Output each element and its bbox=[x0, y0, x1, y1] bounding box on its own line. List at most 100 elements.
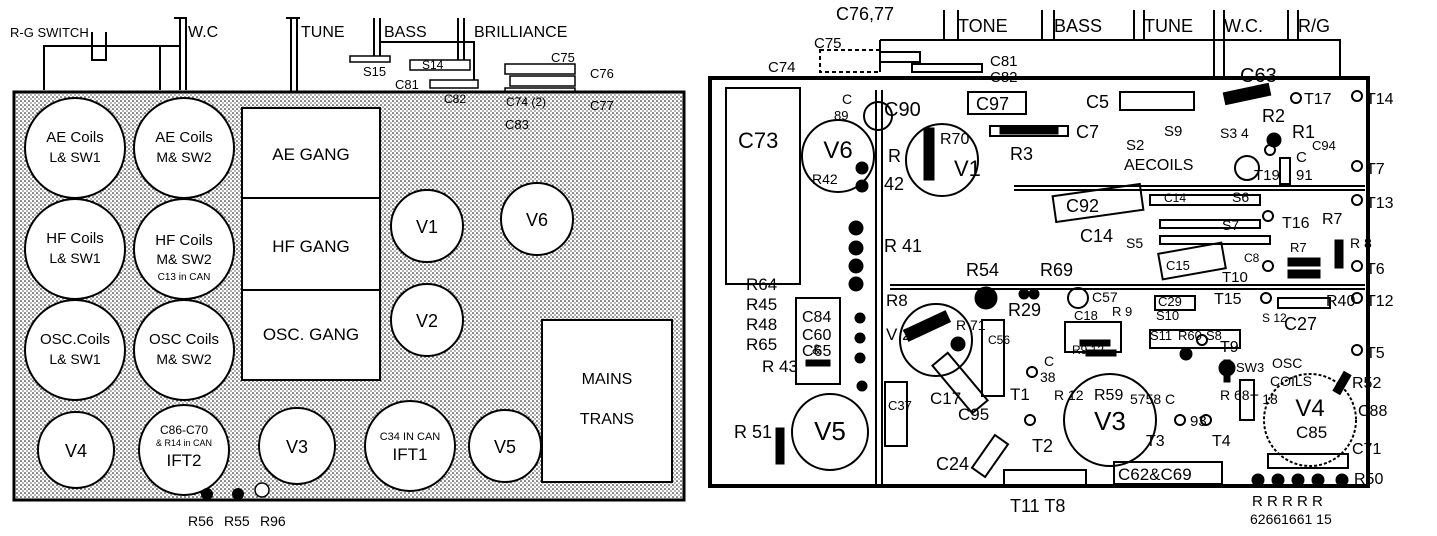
svg-text:S8: S8 bbox=[1206, 328, 1222, 343]
svg-text:T10: T10 bbox=[1222, 269, 1248, 286]
svg-text:C71: C71 bbox=[1352, 441, 1381, 458]
svg-text:C77: C77 bbox=[590, 98, 614, 113]
svg-text:89: 89 bbox=[834, 108, 848, 123]
svg-text:AECOILS: AECOILS bbox=[1124, 157, 1193, 174]
svg-text:C: C bbox=[1296, 149, 1307, 166]
svg-text:R: R bbox=[888, 146, 901, 166]
svg-text:V3: V3 bbox=[286, 437, 308, 457]
svg-text:S14: S14 bbox=[422, 58, 444, 72]
svg-text:R55: R55 bbox=[224, 513, 250, 529]
svg-text:C17: C17 bbox=[930, 389, 961, 408]
svg-text:C75: C75 bbox=[551, 50, 575, 65]
valve-v2 bbox=[390, 283, 464, 357]
svg-text:HF Coils: HF Coils bbox=[46, 230, 104, 247]
svg-text:R 71: R 71 bbox=[956, 317, 986, 333]
ift1-can bbox=[364, 400, 456, 492]
svg-text:T16: T16 bbox=[1282, 215, 1310, 232]
svg-text:T12: T12 bbox=[1366, 293, 1394, 310]
svg-text:C62&C69: C62&C69 bbox=[1118, 465, 1192, 484]
svg-text:R65: R65 bbox=[746, 335, 777, 354]
svg-text:R60: R60 bbox=[1178, 328, 1202, 343]
svg-text:C88: C88 bbox=[1358, 403, 1387, 420]
right-chassis-diagram bbox=[708, 10, 1370, 488]
svg-text:HF GANG: HF GANG bbox=[272, 237, 349, 256]
svg-text:C86-C70: C86-C70 bbox=[160, 423, 208, 437]
svg-text:C83: C83 bbox=[505, 117, 529, 132]
svg-text:R 9: R 9 bbox=[1112, 304, 1132, 319]
svg-text:AE GANG: AE GANG bbox=[272, 145, 349, 164]
svg-text:C65: C65 bbox=[802, 343, 831, 360]
svg-text:BASS: BASS bbox=[1054, 16, 1102, 36]
svg-text:T2: T2 bbox=[1032, 436, 1053, 456]
svg-text:R/G: R/G bbox=[1298, 16, 1330, 36]
mains-transformer bbox=[541, 319, 673, 483]
svg-text:M& SW2: M& SW2 bbox=[156, 251, 211, 267]
svg-text:IFT2: IFT2 bbox=[167, 451, 202, 470]
svg-text:C97: C97 bbox=[976, 94, 1009, 114]
svg-text:R 43: R 43 bbox=[762, 357, 798, 376]
svg-text:C81: C81 bbox=[395, 77, 419, 92]
svg-text:C: C bbox=[1044, 353, 1054, 369]
svg-text:T6: T6 bbox=[1366, 261, 1385, 278]
svg-text:C74 (2): C74 (2) bbox=[506, 95, 546, 109]
svg-text:C14: C14 bbox=[1080, 226, 1113, 246]
svg-text:C27: C27 bbox=[1284, 314, 1317, 334]
svg-text:R R R R R: R R R R R bbox=[1252, 493, 1323, 510]
svg-text:R48: R48 bbox=[746, 315, 777, 334]
label-bass: BASS bbox=[384, 24, 427, 41]
svg-text:L& SW1: L& SW1 bbox=[49, 351, 101, 367]
svg-text:SW3: SW3 bbox=[1236, 360, 1264, 375]
svg-text:S11: S11 bbox=[1150, 328, 1172, 343]
left-labels: R-G SWITCH W.C TUNE BASS BRILLIANCE S15 … bbox=[10, 24, 634, 529]
svg-text:R 41: R 41 bbox=[884, 236, 922, 256]
svg-text:T15: T15 bbox=[1214, 291, 1242, 308]
right-labels: C76,77 TONE BASS TUNE W.C. R/G C75 C74 C… bbox=[734, 4, 1394, 527]
svg-text:C8: C8 bbox=[1244, 251, 1260, 265]
svg-text:L& SW1: L& SW1 bbox=[49, 250, 101, 266]
label-rg-switch: R-G SWITCH bbox=[10, 25, 89, 40]
svg-text:R96: R96 bbox=[260, 513, 286, 529]
ift2-can bbox=[138, 404, 230, 496]
svg-text:T1: T1 bbox=[1010, 385, 1030, 404]
svg-text:T14: T14 bbox=[1366, 91, 1394, 108]
svg-text:S7: S7 bbox=[1222, 217, 1239, 233]
svg-text:R 8: R 8 bbox=[1350, 235, 1372, 251]
svg-text:T17: T17 bbox=[1304, 91, 1332, 108]
svg-text:R9 12: R9 12 bbox=[1072, 343, 1104, 357]
svg-text:93: 93 bbox=[1190, 413, 1207, 430]
label-brilliance: BRILLIANCE bbox=[474, 24, 567, 41]
svg-text:V5: V5 bbox=[494, 437, 516, 457]
svg-text:C75: C75 bbox=[814, 35, 842, 52]
svg-text:T3: T3 bbox=[1146, 433, 1165, 450]
left-chassis-diagram bbox=[12, 17, 686, 502]
svg-text:R56: R56 bbox=[188, 513, 214, 529]
svg-text:TUNE: TUNE bbox=[1144, 16, 1193, 36]
svg-text:C82: C82 bbox=[444, 92, 466, 106]
ae-gang bbox=[241, 107, 381, 199]
svg-text:R2: R2 bbox=[1262, 106, 1285, 126]
svg-text:T4: T4 bbox=[1212, 433, 1231, 450]
svg-text:R29: R29 bbox=[1008, 300, 1041, 320]
svg-text:R8: R8 bbox=[886, 291, 908, 310]
svg-text:V6: V6 bbox=[823, 137, 852, 164]
svg-text:S2: S2 bbox=[1126, 137, 1144, 154]
svg-text:C14: C14 bbox=[1164, 191, 1186, 205]
svg-text:V1: V1 bbox=[416, 217, 438, 237]
hf-gang bbox=[241, 197, 381, 291]
osc-gang bbox=[241, 289, 381, 381]
svg-text:R59: R59 bbox=[1094, 387, 1123, 404]
svg-text:M& SW2: M& SW2 bbox=[156, 351, 211, 367]
svg-text:& R14 in CAN: & R14 in CAN bbox=[156, 438, 212, 448]
svg-text:AE Coils: AE Coils bbox=[155, 129, 213, 146]
svg-text:TRANS: TRANS bbox=[580, 411, 634, 428]
svg-text:S 12: S 12 bbox=[1262, 311, 1287, 325]
svg-text:W.C.: W.C. bbox=[1224, 16, 1263, 36]
coil-ae-l bbox=[24, 97, 126, 199]
label-tune: TUNE bbox=[301, 24, 345, 41]
svg-text:S6: S6 bbox=[1232, 189, 1249, 205]
svg-text:R64: R64 bbox=[746, 275, 777, 294]
svg-text:C82: C82 bbox=[990, 69, 1018, 86]
svg-text:OSC.Coils: OSC.Coils bbox=[40, 331, 110, 348]
right-chassis bbox=[708, 76, 1370, 488]
svg-text:C63: C63 bbox=[1240, 65, 1277, 87]
